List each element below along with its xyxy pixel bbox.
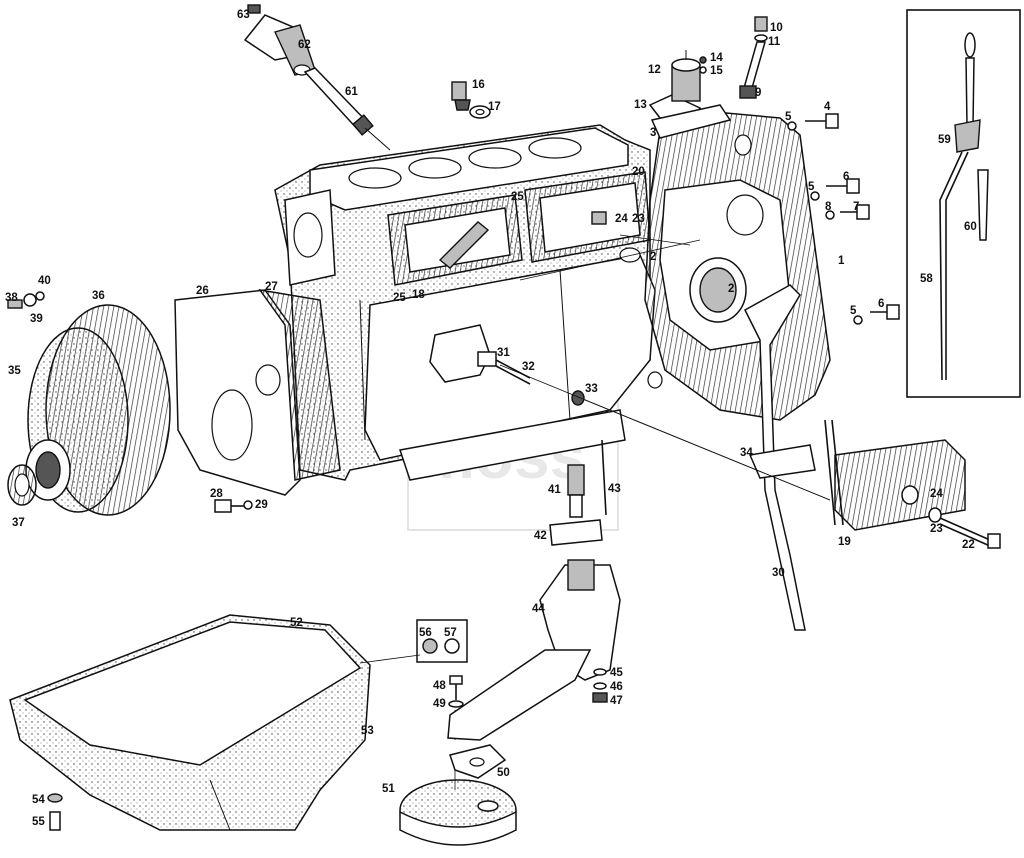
part-label-39: 39: [30, 313, 43, 325]
part-label-37: 37: [12, 517, 25, 529]
part-label-5b: 5: [808, 181, 815, 193]
part-label-24a: 24: [615, 213, 628, 225]
engine-plate: [644, 104, 831, 421]
part-label-57: 57: [444, 627, 457, 639]
part-label-16: 16: [472, 79, 485, 91]
part-label-30: 30: [772, 567, 785, 579]
part-label-13: 13: [634, 99, 647, 111]
part-label-60: 60: [964, 221, 977, 233]
part-label-42: 42: [534, 530, 547, 542]
part-label-10: 10: [770, 22, 783, 34]
part-label-22: 22: [962, 539, 975, 551]
part-label-44: 44: [532, 603, 545, 615]
bolts-4-8: [787, 113, 900, 325]
part-label-6a: 6: [843, 171, 849, 183]
part-label-26: 26: [196, 285, 209, 297]
oil-sump: [9, 614, 468, 831]
part-label-6b: 6: [878, 298, 884, 310]
part-label-35: 35: [8, 365, 21, 377]
part-label-27: 27: [265, 281, 278, 293]
part-label-19: 19: [838, 536, 851, 548]
part-label-28: 28: [210, 488, 223, 500]
oil-pipe: [744, 284, 816, 631]
part-label-54: 54: [32, 794, 45, 806]
part-label-51: 51: [382, 783, 395, 795]
part-label-61: 61: [345, 86, 358, 98]
part-label-7: 7: [853, 201, 859, 213]
part-label-2b: 2: [728, 283, 734, 295]
part-label-36: 36: [92, 290, 105, 302]
part-label-45: 45: [610, 667, 623, 679]
part-label-25b: 25: [393, 292, 406, 304]
part-label-47: 47: [610, 695, 623, 707]
part-label-32: 32: [522, 361, 535, 373]
strainer: [399, 744, 517, 846]
part-label-56: 56: [419, 627, 432, 639]
part-label-55: 55: [32, 816, 45, 828]
part-label-50: 50: [497, 767, 510, 779]
part-label-17: 17: [488, 101, 501, 113]
part-label-11: 11: [768, 36, 781, 48]
bolt-28-29: [214, 499, 253, 513]
part-number-labels: 1 2 2 3 4 5 5 5 6 6 7 8 9 10 11 12 13 14…: [5, 9, 977, 828]
part-label-4: 4: [824, 101, 831, 113]
part-label-34: 34: [740, 447, 753, 459]
part-label-15: 15: [710, 65, 723, 77]
part-label-48: 48: [433, 680, 446, 692]
oil-pump: [447, 439, 621, 741]
part-label-14: 14: [710, 52, 723, 64]
part-label-3: 3: [650, 127, 656, 139]
part-label-31: 31: [497, 347, 510, 359]
part-label-23a: 23: [632, 213, 645, 225]
part-label-24b: 24: [930, 488, 943, 500]
part-label-5a: 5: [785, 111, 792, 123]
part-label-8: 8: [825, 201, 832, 213]
part-label-33: 33: [585, 383, 598, 395]
part-label-2a: 2: [650, 251, 656, 263]
bolt-48-49: [448, 675, 464, 708]
part-label-46: 46: [610, 681, 623, 693]
part-label-25a: 25: [511, 191, 524, 203]
part-label-49: 49: [433, 698, 446, 710]
plug-16-17: [451, 81, 491, 119]
part-label-58: 58: [920, 273, 933, 285]
part-label-38: 38: [5, 292, 18, 304]
part-label-53: 53: [361, 725, 374, 737]
part-label-20: 20: [632, 166, 645, 178]
part-label-62: 62: [298, 39, 311, 51]
part-label-9: 9: [755, 87, 761, 99]
timing-cover: [7, 291, 171, 516]
front-plate: [174, 288, 341, 496]
part-label-59: 59: [938, 134, 951, 146]
part-label-29: 29: [255, 499, 268, 511]
part-label-5c: 5: [850, 305, 857, 317]
nuts-45-47: [592, 668, 608, 703]
part-label-18: 18: [412, 289, 425, 301]
part-label-12: 12: [648, 64, 661, 76]
side-covers: [387, 171, 651, 286]
dipstick-inset: [906, 9, 1021, 398]
oil-filter-19: [824, 419, 1001, 549]
part-label-41: 41: [548, 484, 561, 496]
part-label-52: 52: [290, 617, 303, 629]
part-label-1: 1: [838, 255, 845, 267]
part-label-43: 43: [608, 483, 621, 495]
drive-9-10-11: [739, 16, 768, 99]
part-label-23b: 23: [930, 523, 943, 535]
part-label-40: 40: [38, 275, 51, 287]
breather-assembly: [243, 4, 391, 151]
part-label-63: 63: [237, 9, 250, 21]
